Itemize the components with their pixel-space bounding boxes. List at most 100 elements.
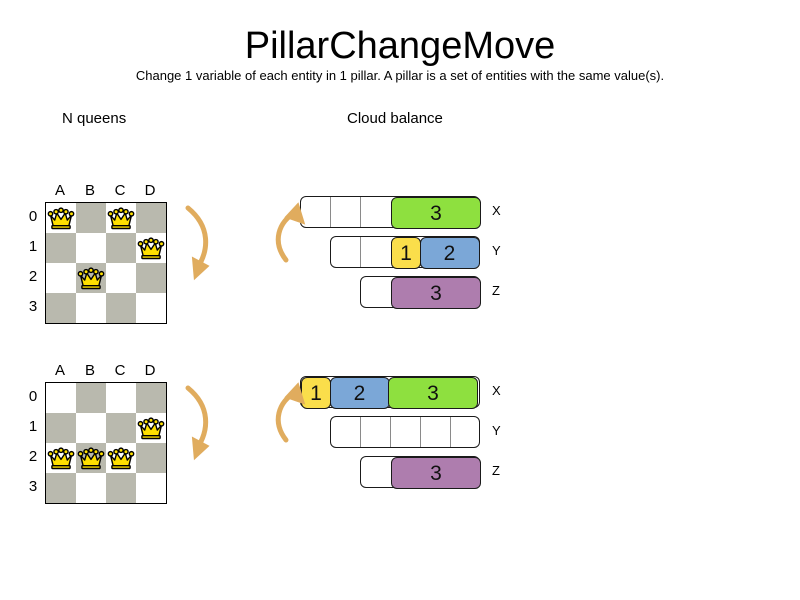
board-cell-B3[interactable] (76, 293, 106, 323)
board-cell-D1[interactable] (136, 413, 166, 443)
process-block-2[interactable]: 2 (329, 377, 390, 409)
board-cell-D0[interactable] (136, 383, 166, 413)
board-column-label-D: D (144, 362, 156, 379)
board-cell-B0[interactable] (76, 383, 106, 413)
board-row-label-2: 2 (28, 448, 38, 465)
free-capacity-cell (331, 417, 361, 447)
queen-icon (137, 237, 165, 260)
board-cell-C1[interactable] (106, 413, 136, 443)
board-cell-D3[interactable] (136, 293, 166, 323)
free-capacity-cells (361, 277, 391, 307)
chessboard-grid (45, 202, 167, 324)
free-capacity-cells (331, 417, 481, 447)
computer-label-Z: Z (492, 463, 500, 478)
process-group: 3 (391, 197, 481, 229)
board-cell-C0[interactable] (106, 203, 136, 233)
board-cell-D1[interactable] (136, 233, 166, 263)
free-capacity-cell (331, 197, 361, 227)
board-cell-A1[interactable] (46, 413, 76, 443)
process-group: 3 (391, 277, 481, 309)
free-capacity-cell (361, 277, 391, 307)
board-cell-A0[interactable] (46, 203, 76, 233)
free-capacity-cell (301, 197, 331, 227)
queen-icon (137, 417, 165, 440)
free-capacity-cell (361, 197, 391, 227)
board-cell-D0[interactable] (136, 203, 166, 233)
board-row-label-3: 3 (28, 298, 38, 315)
computer-label-X: X (492, 383, 501, 398)
board-cell-B0[interactable] (76, 203, 106, 233)
page-subtitle: Change 1 variable of each entity in 1 pi… (135, 68, 665, 83)
free-capacity-cell (361, 237, 391, 267)
arrow-up-cloud-balance-lower (275, 382, 306, 443)
board-cell-A2[interactable] (46, 263, 76, 293)
computer-label-Y: Y (492, 423, 501, 438)
board-cell-A0[interactable] (46, 383, 76, 413)
cloud-computer-row-Y[interactable]: Y (330, 416, 501, 448)
queen-icon (77, 267, 105, 290)
process-block-3[interactable]: 3 (391, 457, 481, 489)
process-block-3[interactable]: 3 (388, 377, 478, 409)
board-cell-B2[interactable] (76, 443, 106, 473)
board-row-label-0: 0 (28, 388, 38, 405)
board-row-label-1: 1 (28, 418, 38, 435)
free-capacity-cell (331, 237, 361, 267)
board-cell-C2[interactable] (106, 263, 136, 293)
free-capacity-cell (421, 417, 451, 447)
process-block-2[interactable]: 2 (419, 237, 480, 269)
computer-capacity-bar[interactable] (330, 416, 480, 448)
queen-icon (77, 447, 105, 470)
board-cell-D2[interactable] (136, 263, 166, 293)
board-row-label-3: 3 (28, 478, 38, 495)
board-column-label-C: C (114, 362, 126, 379)
board-cell-D3[interactable] (136, 473, 166, 503)
board-column-label-C: C (114, 182, 126, 199)
board-cell-C1[interactable] (106, 233, 136, 263)
board-cell-C2[interactable] (106, 443, 136, 473)
process-block-3[interactable]: 3 (391, 277, 481, 309)
computer-capacity-bar[interactable]: 3 (300, 196, 481, 229)
free-capacity-cell (391, 417, 421, 447)
free-capacity-cell (361, 457, 391, 487)
board-cell-B1[interactable] (76, 233, 106, 263)
board-cell-D2[interactable] (136, 443, 166, 473)
board-cell-A2[interactable] (46, 443, 76, 473)
board-column-label-D: D (144, 182, 156, 199)
board-cell-B1[interactable] (76, 413, 106, 443)
board-cell-B2[interactable] (76, 263, 106, 293)
chessboard-grid (45, 382, 167, 504)
free-capacity-cells (301, 197, 391, 227)
board-cell-A3[interactable] (46, 473, 76, 503)
queen-icon (107, 447, 135, 470)
board-column-label-B: B (84, 362, 95, 379)
board-cell-C0[interactable] (106, 383, 136, 413)
board-column-label-A: A (54, 182, 65, 199)
arrow-up-cloud-balance (275, 202, 306, 263)
computer-label-X: X (492, 203, 501, 218)
board-cell-C3[interactable] (106, 473, 136, 503)
board-row-label-2: 2 (28, 268, 38, 285)
board-cell-B3[interactable] (76, 473, 106, 503)
board-cell-A1[interactable] (46, 233, 76, 263)
board-cell-C3[interactable] (106, 293, 136, 323)
section-heading-nqueens: N queens (62, 110, 127, 127)
process-block-1[interactable]: 1 (391, 237, 421, 269)
page-title: PillarChangeMove (244, 25, 556, 67)
queen-icon (107, 207, 135, 230)
board-cell-A3[interactable] (46, 293, 76, 323)
computer-capacity-bar[interactable]: 3 (360, 456, 481, 489)
queen-icon (47, 207, 75, 230)
process-block-3[interactable]: 3 (391, 197, 481, 229)
computer-capacity-bar[interactable]: 3 (360, 276, 481, 309)
